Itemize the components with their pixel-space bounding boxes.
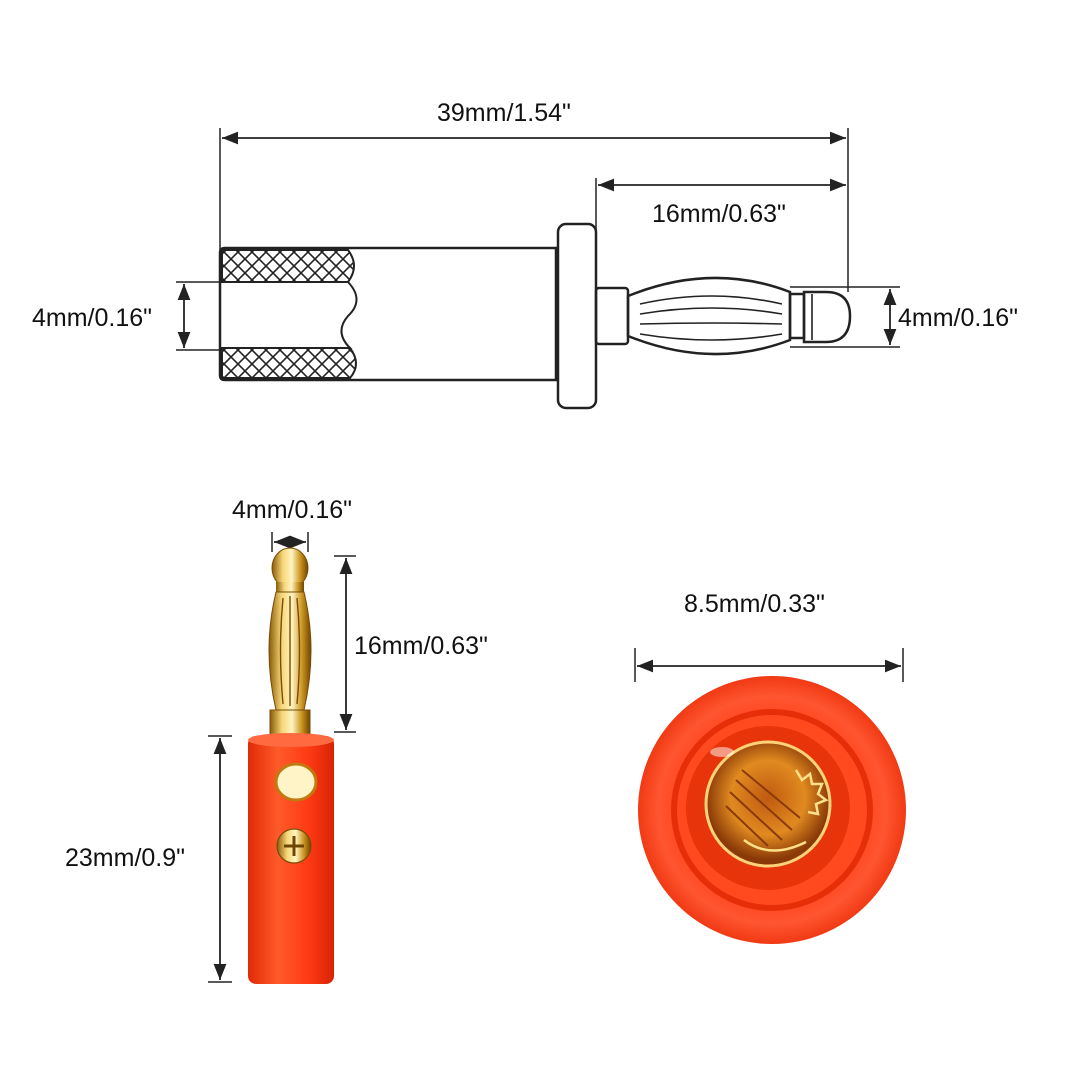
top-technical-drawing xyxy=(176,128,900,410)
side-pin-diameter-label: 4mm/0.16" xyxy=(232,496,353,524)
pin-spring-slots xyxy=(279,596,301,706)
sleeve-bore xyxy=(222,281,358,349)
top-pin-diameter-label: 4mm/0.16" xyxy=(898,304,1019,332)
plug-side-view xyxy=(208,532,356,984)
hole-diameter-label: 4mm/0.16" xyxy=(32,304,153,332)
screw-slot xyxy=(284,836,304,856)
pin-shaft xyxy=(594,286,630,346)
plug-body-top-rim xyxy=(248,733,334,747)
gold-contact-cavity xyxy=(704,740,832,868)
gold-contact-threads xyxy=(725,769,801,847)
pin-collar xyxy=(269,709,311,737)
plug-end-view xyxy=(634,648,906,944)
pin-tip xyxy=(802,290,852,344)
outer-diameter-label: 8.5mm/0.33" xyxy=(684,590,825,618)
gold-contact-teeth xyxy=(743,769,829,852)
cable-hole xyxy=(274,762,318,802)
pin-spring-grooves xyxy=(639,295,783,341)
knurl-band-top xyxy=(221,249,355,283)
side-pin-length-label: 16mm/0.63" xyxy=(354,632,488,660)
total-length-label: 39mm/1.54" xyxy=(437,99,571,127)
pin-neck xyxy=(788,292,806,340)
top-pin-length-label: 16mm/0.63" xyxy=(652,200,786,228)
sleeve-body-outline xyxy=(218,246,558,382)
end-face-highlight xyxy=(710,747,734,757)
knurl-band-bottom xyxy=(221,347,357,379)
flange-outline xyxy=(556,222,598,410)
pin-spring-outline xyxy=(626,276,792,356)
body-length-label: 23mm/0.9" xyxy=(65,844,186,872)
pin-neck xyxy=(276,582,304,592)
